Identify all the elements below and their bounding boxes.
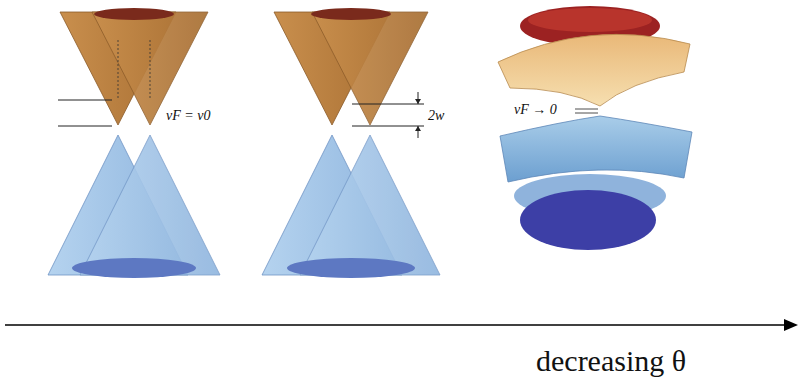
dirac-cones <box>48 8 220 278</box>
flat-bands <box>498 6 692 250</box>
band-annotation: vF → 0 <box>512 102 559 117</box>
axis-label: decreasing θ <box>536 344 686 377</box>
band-annotation: 2w <box>428 108 444 123</box>
band-annotation: vF = v0 <box>166 108 210 123</box>
dirac-cones <box>262 8 440 278</box>
axis-arrow <box>5 319 798 331</box>
